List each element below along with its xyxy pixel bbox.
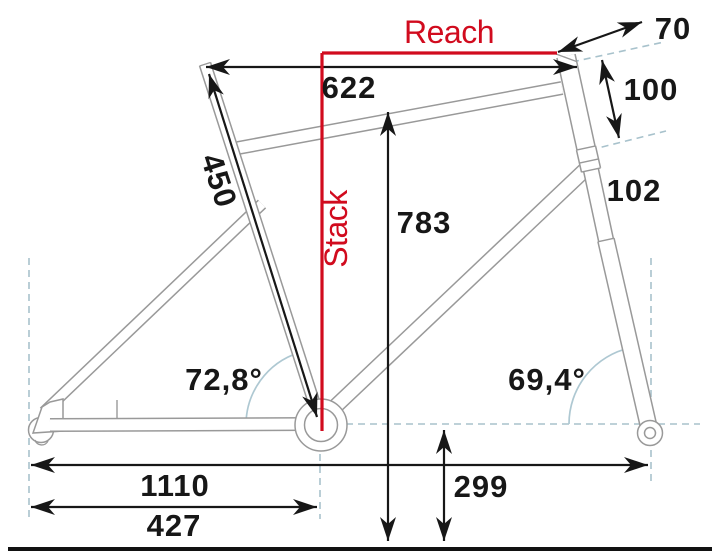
chainstay-value: 427 [147, 508, 202, 543]
stem-offset-value: 70 [655, 11, 691, 46]
head-joint-3 [581, 167, 601, 173]
rear-dropout-slot [34, 439, 49, 446]
seat-tube-dimension-line [207, 73, 319, 418]
bb-height-value: 299 [454, 469, 509, 504]
down-tube [314, 163, 592, 427]
head-tube-lower-value: 102 [607, 173, 662, 208]
labels: Reach Stack 622 450 783 70 100 102 72,8°… [140, 11, 691, 543]
reach-label: Reach [404, 14, 494, 50]
top-tube-value: 622 [322, 70, 377, 105]
wheelbase-value: 1110 [140, 468, 210, 503]
front-dropout [636, 419, 664, 447]
stack-to-ground-value: 783 [397, 205, 452, 240]
head-tube-dimension-line [599, 59, 622, 139]
dimension-lines [8, 20, 712, 551]
head-tube-upper-value: 100 [624, 72, 679, 107]
stem-offset-dimension-line [557, 20, 643, 54]
fork-joint [597, 237, 615, 243]
chainstay-tube [49, 417, 313, 432]
seat-angle-value: 72,8° [185, 362, 263, 397]
reach-stack-lines [320, 51, 557, 431]
guide-lines [28, 41, 700, 520]
stack-label: Stack [318, 189, 354, 268]
top-tube [236, 81, 564, 155]
head-angle-value: 69,4° [508, 362, 586, 397]
head-angle-arc [568, 346, 631, 425]
head-joint-2 [579, 158, 599, 164]
head-joint-1 [576, 145, 596, 151]
head-top-guide [571, 41, 665, 63]
frame [27, 53, 664, 452]
front-axle-hole [643, 426, 657, 440]
head-bottom-guide [589, 130, 667, 151]
